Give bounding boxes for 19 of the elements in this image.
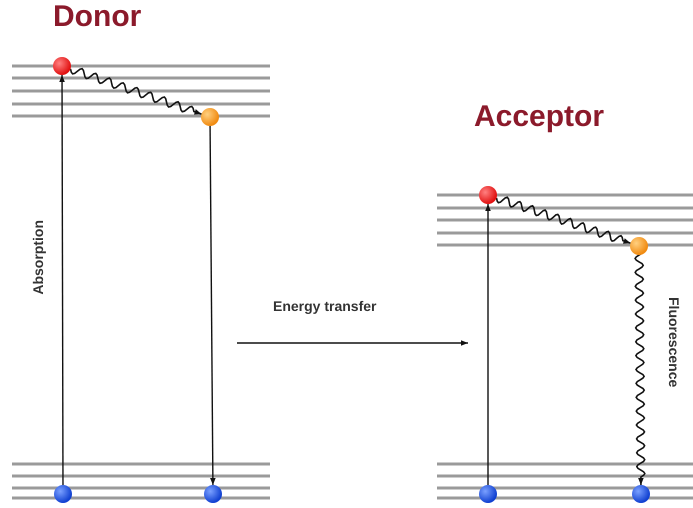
edge-label: Fluorescence bbox=[666, 297, 682, 388]
heading: Donor bbox=[53, 0, 142, 34]
wavy-arrow bbox=[634, 254, 646, 485]
heading: Acceptor bbox=[474, 100, 604, 134]
wavy-arrow bbox=[496, 196, 631, 244]
edge-label: Absorption bbox=[30, 220, 46, 295]
wavy-arrow bbox=[70, 68, 202, 115]
particle-dot bbox=[630, 237, 648, 255]
arrow-label: Energy transfer bbox=[273, 298, 376, 314]
arrow bbox=[485, 204, 491, 485]
particle-dot bbox=[632, 485, 650, 503]
particle-dot bbox=[479, 485, 497, 503]
particle-dot bbox=[479, 186, 497, 204]
particle-dot bbox=[54, 485, 72, 503]
particle-dot bbox=[53, 57, 71, 75]
arrow bbox=[59, 75, 65, 485]
arrow bbox=[209, 126, 216, 485]
particle-dot bbox=[201, 108, 219, 126]
particle-dot bbox=[204, 485, 222, 503]
